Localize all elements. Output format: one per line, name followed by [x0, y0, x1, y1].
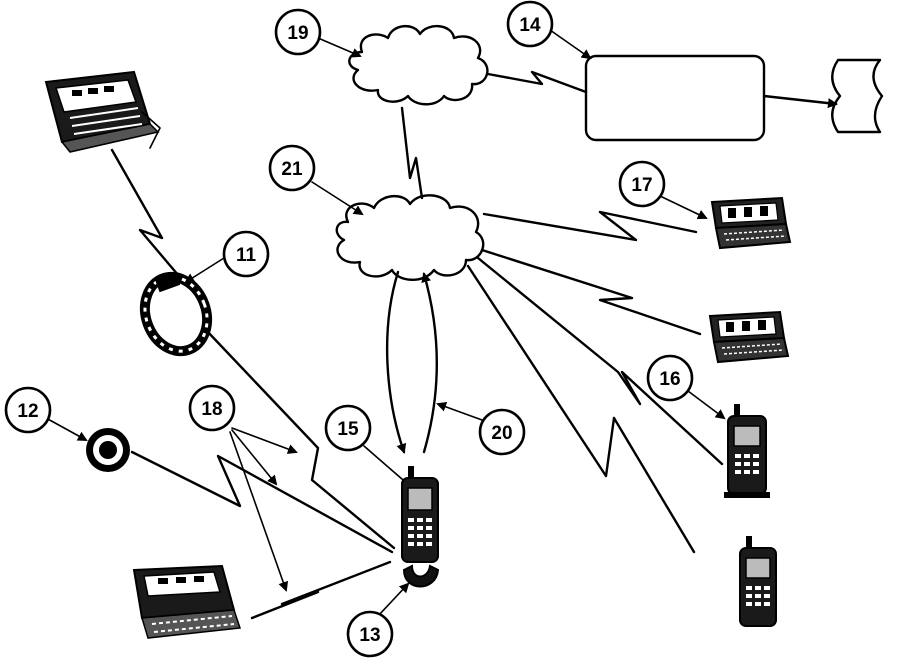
leader-20 [318, 38, 360, 56]
leader-13 [378, 584, 408, 616]
mobile-phone-icon [740, 536, 776, 626]
laptop-icon [710, 312, 788, 362]
callout-17: 17 [620, 162, 664, 206]
target-icon [86, 428, 130, 472]
numeral-13: 13 [359, 625, 380, 646]
leader-19-c [230, 432, 286, 590]
holder-icon [404, 566, 438, 587]
document-icon [832, 60, 882, 132]
link-phone-to-cloud-up [424, 274, 437, 452]
link-terminal-to-bracelet [112, 150, 184, 282]
link-cloud-top-to-cloud-middle [402, 108, 422, 198]
callout-13: 13 [348, 612, 392, 656]
mobile-phone-icon [724, 404, 770, 498]
leader-19-a [232, 428, 296, 452]
cloud-middle-icon [337, 195, 483, 279]
link-cloud-to-phone-down [387, 272, 404, 452]
link-server-to-document [764, 96, 836, 104]
numeral-16: 16 [659, 369, 680, 390]
link-terminal-to-phone [252, 562, 390, 618]
callout-21: 21 [270, 146, 314, 190]
link-cloud-top-to-server [488, 72, 586, 92]
numeral-12: 12 [17, 401, 38, 422]
leader-18 [438, 404, 482, 420]
numeral-18: 20 [491, 423, 512, 444]
server-box [586, 56, 764, 140]
numeral-15: 15 [337, 419, 359, 440]
numeral-14: 14 [519, 15, 541, 36]
callout-15: 15 [326, 406, 370, 450]
leader-21 [312, 182, 362, 214]
link-cloud-to-laptop-upper [484, 212, 696, 240]
leader-14 [550, 30, 590, 58]
callout-12: 12 [6, 388, 50, 432]
numeral-20: 19 [287, 23, 308, 44]
leader-12 [46, 418, 86, 440]
cloud-top-icon [349, 26, 487, 104]
mobile-phone-icon [402, 466, 438, 562]
pos-terminal-icon [134, 566, 240, 638]
callout-19: 18 [190, 386, 234, 430]
leader-16 [684, 388, 724, 418]
numeral-17: 17 [631, 175, 652, 196]
pos-terminal-icon [46, 72, 160, 152]
numeral-11: 11 [236, 245, 257, 266]
callout-11: 11 [224, 232, 268, 276]
bracelet-icon [135, 268, 217, 360]
callout-14: 14 [508, 2, 552, 46]
callout-16: 16 [648, 356, 692, 400]
link-cloud-to-laptop-lower [482, 250, 700, 334]
leader-17 [660, 196, 706, 218]
callout-18: 20 [480, 410, 524, 454]
numeral-19: 18 [201, 399, 222, 420]
numeral-21: 21 [281, 159, 303, 180]
laptop-icon [712, 198, 790, 248]
leader-11 [186, 258, 224, 282]
callout-20: 19 [276, 10, 320, 54]
